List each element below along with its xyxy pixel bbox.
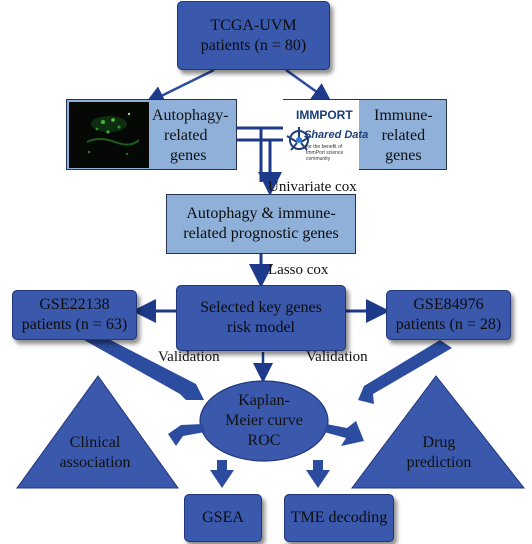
gse22138-line1: GSE22138 (39, 296, 110, 313)
connector-top-to-immune (285, 68, 333, 103)
prognostic-genes-box: Autophagy & immune- related prognostic g… (166, 194, 356, 254)
tcga-uvm-box: TCGA-UVM patients (n = 80) (177, 1, 330, 70)
tcga-uvm-line1: TCGA-UVM (210, 16, 297, 34)
prognostic-line2: related prognostic genes (183, 225, 339, 242)
tcga-uvm-line2: patients (n = 80) (200, 36, 307, 54)
gse22138-line2: patients (n = 63) (21, 316, 128, 333)
connector-top-to-autophagy (144, 68, 215, 105)
gse22138-box: GSE22138 patients (n = 63) (12, 290, 137, 340)
autophagy-label: Autophagy- related genes (152, 107, 229, 164)
tme-decoding-label: TME decoding (290, 509, 388, 526)
immport-logo-subtitle: Shared Data (304, 129, 369, 141)
immport-logo (283, 100, 359, 170)
km-to-clinical-arrow (168, 424, 205, 446)
microscopy-image (69, 102, 149, 168)
gse84976-line2: patients (n = 28) (395, 316, 502, 333)
validation-left-label: Validation (158, 349, 220, 365)
risk-model-line2: risk model (227, 319, 295, 336)
gse84976-box: GSE84976 patients (n = 28) (386, 290, 511, 340)
km-to-tme-arrow (306, 460, 330, 488)
validation-right-arrow (358, 340, 452, 404)
risk-model-line1: Selected key genes (200, 299, 322, 316)
prognostic-line1: Autophagy & immune- (186, 205, 336, 222)
drug-triangle-shape (351, 375, 526, 489)
risk-model-box: Selected key genes risk model (176, 285, 346, 351)
immport-logo-caption: for the benefit of ImmPort science commu… (306, 144, 344, 162)
km-ellipse-text: Kaplan- Meier curve ROC (225, 392, 303, 449)
km-ellipse-shape (199, 380, 329, 462)
tme-decoding-box: TME decoding (284, 494, 394, 542)
clinical-association-text: Clinical association (59, 434, 131, 471)
univariate-cox-label: Univariate cox (268, 179, 357, 195)
gsea-label: GSEA (202, 509, 244, 526)
gsea-box: GSEA (184, 494, 262, 542)
validation-right-label: Validation (306, 349, 368, 365)
clinical-triangle-shape (16, 375, 179, 489)
immune-label: Immune- related genes (374, 107, 433, 164)
gse84976-line1: GSE84976 (413, 296, 484, 313)
validation-left-arrow (84, 332, 204, 400)
immport-logo-title: IMMPORT (296, 108, 353, 122)
lasso-cox-label: Lasso cox (268, 262, 329, 278)
km-to-drug-arrow (324, 421, 364, 446)
km-to-gsea-arrow (210, 460, 234, 488)
drug-prediction-text: Drug prediction (406, 434, 472, 471)
